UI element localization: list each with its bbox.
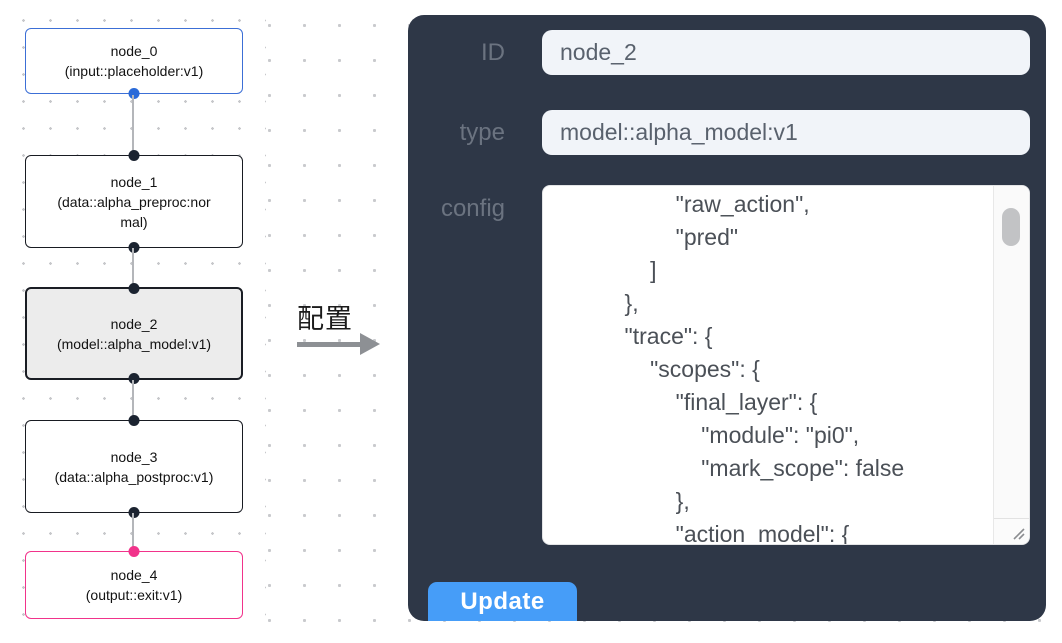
node-subtitle: (data::alpha_preproc:normal) [57,193,211,230]
right-arrow-icon [297,333,383,355]
arrow-shaft [297,342,363,347]
source-handle-icon[interactable] [128,373,140,384]
source-handle-icon[interactable] [128,507,140,518]
config-field-label: config [440,195,505,222]
scrollbar-corner [994,518,1029,544]
node-subtitle: (model::alpha_model:v1) [56,335,212,352]
node-title: node_4 [110,567,158,583]
config-json-text[interactable]: "raw_action", "pred" ] }, "trace": { "sc… [624,191,905,544]
source-handle-icon[interactable] [128,242,140,253]
id-input[interactable] [542,30,1030,75]
node-node_2[interactable]: node_2 (model::alpha_model:v1) [25,283,243,384]
node-title: node_1 [110,173,158,190]
node-subtitle: (input::placeholder:v1) [64,63,204,79]
node-title: node_2 [110,315,158,332]
arrow-head [360,333,380,355]
config-annotation-label: 配置 [297,304,353,334]
target-handle-icon[interactable] [128,415,140,426]
node-title: node_3 [110,448,158,465]
node-node_1[interactable]: node_1 (data::alpha_preproc:normal) [25,150,243,253]
node-subtitle: (data::alpha_postproc:v1) [54,468,214,485]
config-editor[interactable]: "raw_action", "pred" ] }, "trace": { "sc… [542,185,1030,545]
resize-grip-icon[interactable] [1010,525,1026,541]
config-panel: ID type config "raw_action", "pred" ] },… [408,15,1046,621]
node-title: node_0 [110,43,158,59]
type-field-label: type [459,119,505,146]
flow-canvas[interactable]: node_0 (input::placeholder:v1) node_1 (d… [0,0,266,630]
edge-node_2-node_3 [132,380,134,421]
update-button[interactable]: Update [428,582,577,621]
id-field-label: ID [481,39,505,66]
target-handle-icon[interactable] [128,150,140,161]
node-node_0[interactable]: node_0 (input::placeholder:v1) [25,28,243,99]
target-handle-icon[interactable] [128,283,140,294]
node-subtitle: (output::exit:v1) [85,587,183,603]
update-button-label: Update [460,588,545,615]
edge-node_3-node_4 [132,513,134,551]
node-node_4[interactable]: node_4 (output::exit:v1) [25,546,243,619]
type-input[interactable] [542,110,1030,155]
scrollbar-thumb[interactable] [1002,208,1020,246]
node-node_3[interactable]: node_3 (data::alpha_postproc:v1) [25,415,243,518]
edge-node_0-node_1 [132,95,134,156]
scrollbar-track[interactable] [993,186,1029,544]
target-handle-icon[interactable] [128,546,140,557]
edge-node_1-node_2 [132,248,134,288]
source-handle-icon[interactable] [128,88,140,99]
